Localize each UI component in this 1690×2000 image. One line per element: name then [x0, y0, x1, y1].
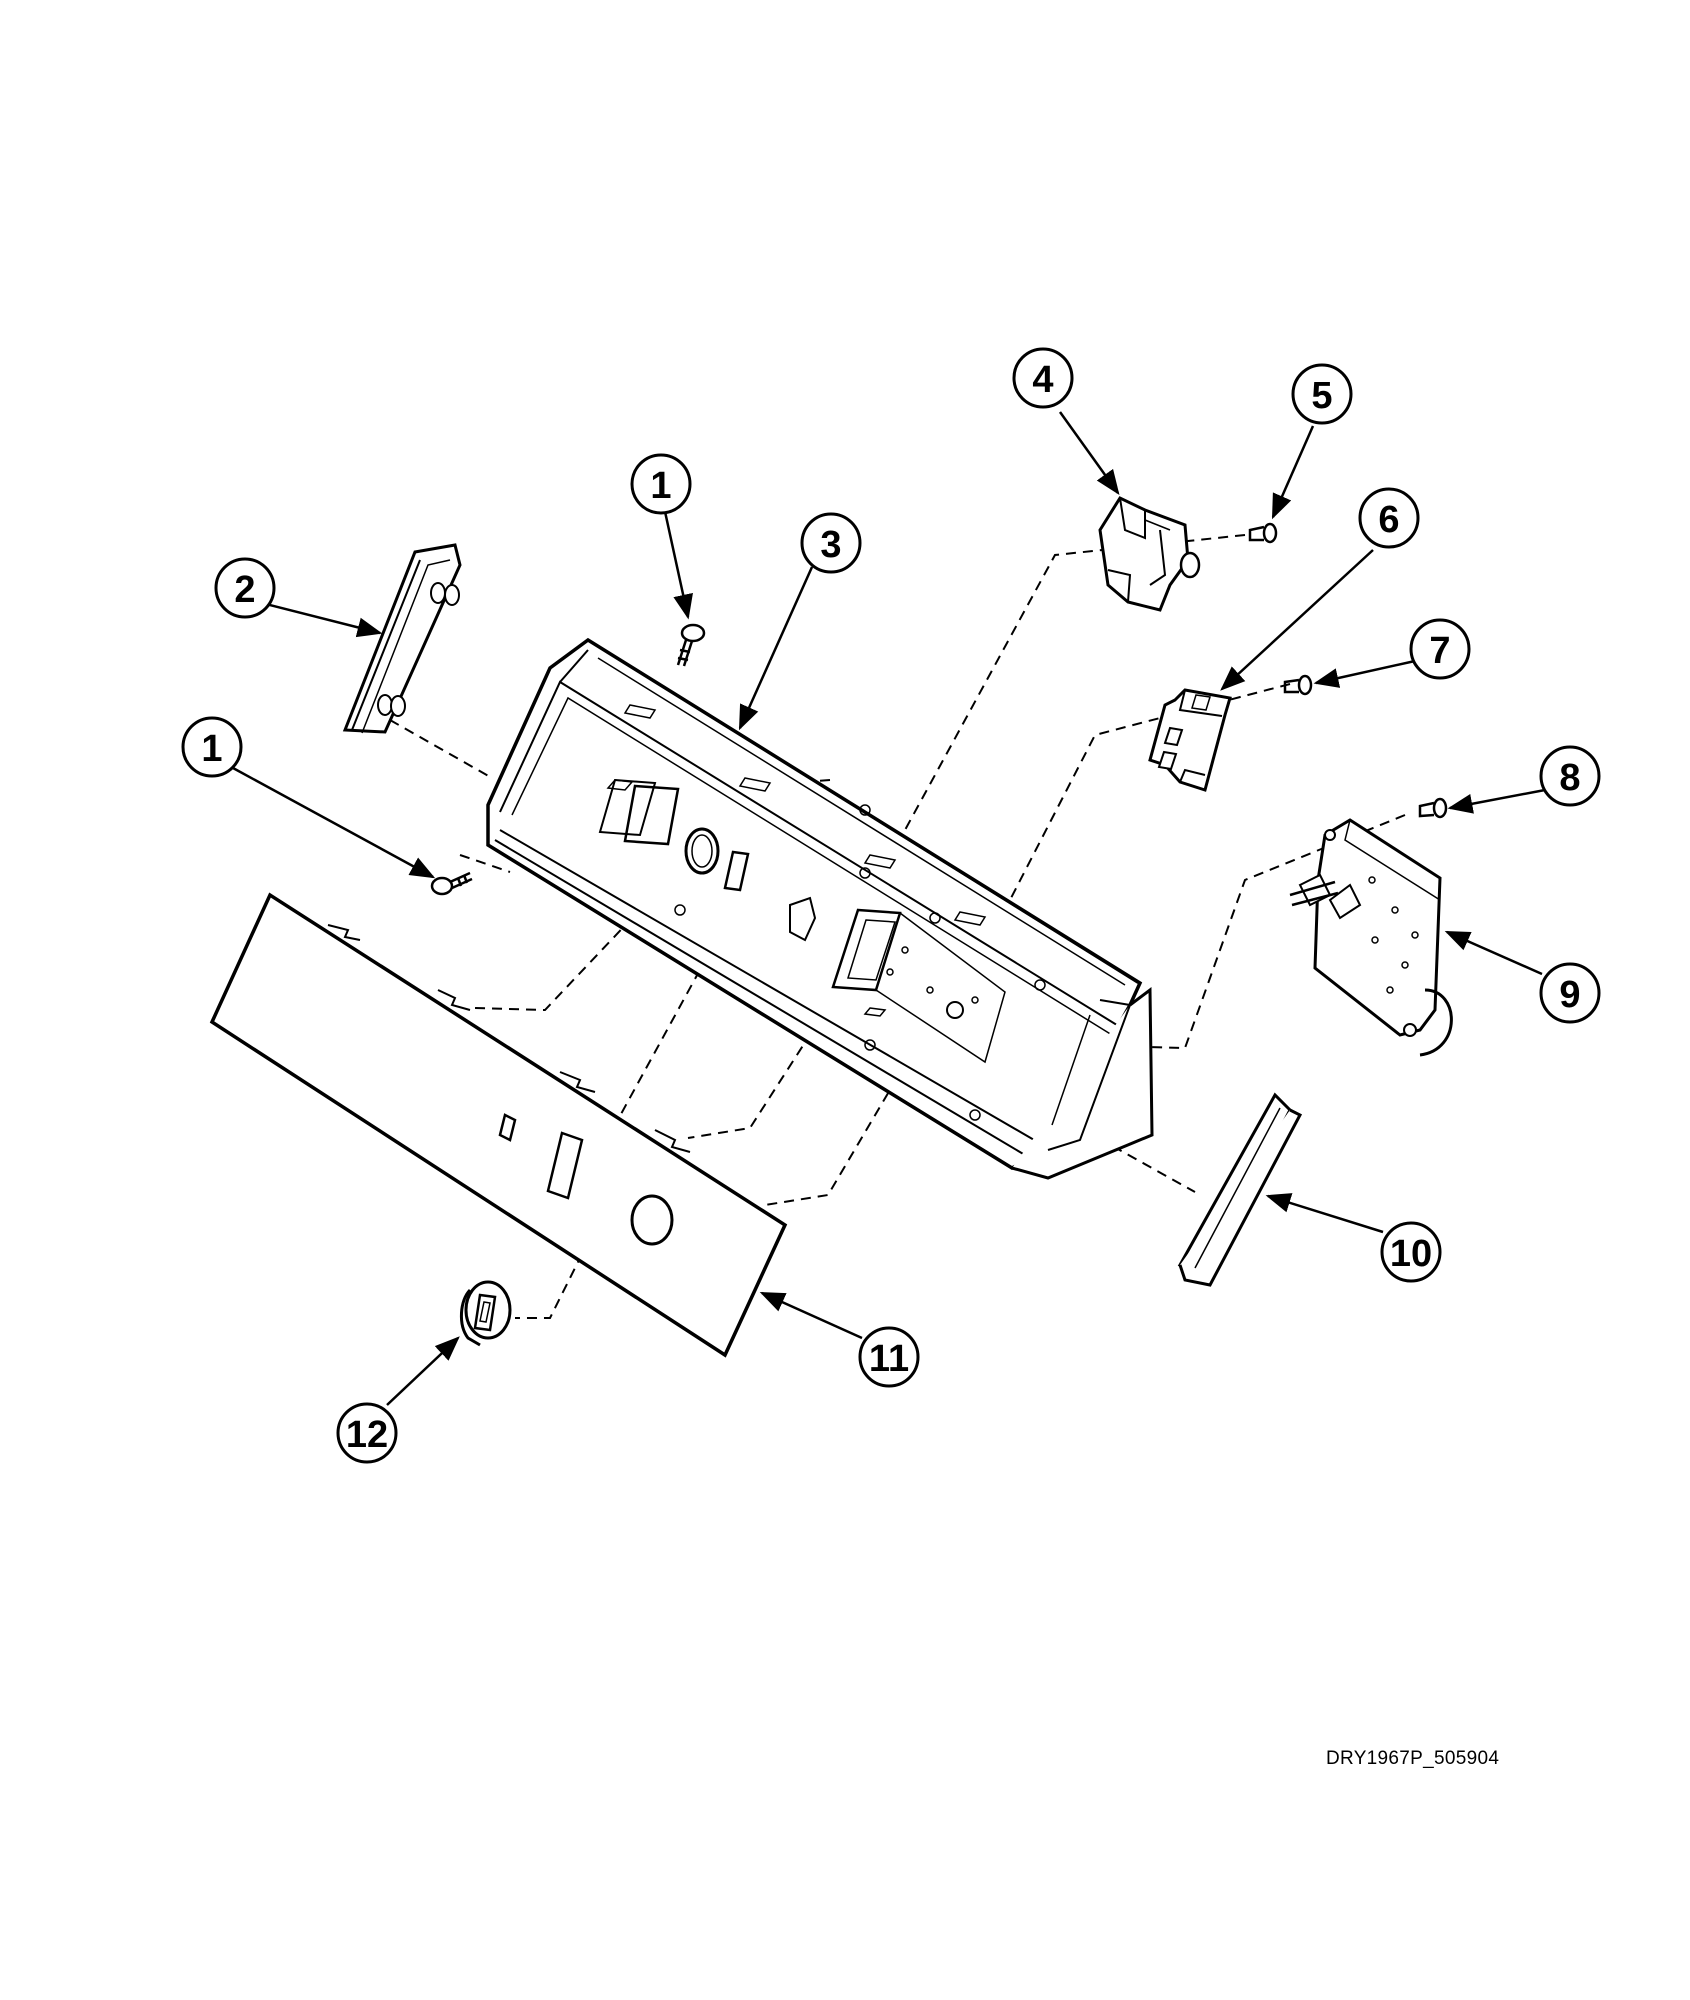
callout-label: 11 [869, 1338, 909, 1380]
callout-label: 3 [820, 524, 841, 566]
callout-label: 12 [346, 1414, 388, 1456]
part-overlay-panel [209, 892, 788, 1358]
part-screw-5 [1248, 522, 1278, 544]
callout-label: 2 [234, 569, 255, 611]
callout-5: 5 [1291, 363, 1353, 425]
callout-label: 1 [650, 465, 671, 507]
callout-label: 6 [1378, 499, 1399, 541]
callout-4: 4 [1012, 347, 1074, 409]
part-right-end-cap [1177, 1092, 1303, 1287]
callout-9: 9 [1539, 962, 1601, 1024]
callout-label: 10 [1390, 1233, 1432, 1275]
callout-2: 2 [214, 557, 276, 619]
callout-7: 7 [1409, 618, 1471, 680]
callout-1-upper: 1 [630, 453, 692, 515]
callout-label: 9 [1559, 974, 1580, 1016]
callout-label: 5 [1311, 375, 1332, 417]
part-control-panel-housing [486, 637, 1154, 1180]
part-screw-upper [676, 623, 706, 667]
callout-label: 1 [201, 728, 222, 770]
callout-12: 12 [336, 1402, 398, 1464]
callout-1-lower: 1 [181, 716, 243, 778]
callout-10: 10 [1380, 1221, 1442, 1283]
leader-lines [232, 411, 1546, 1406]
part-screw-lower [430, 871, 473, 896]
callout-8: 8 [1539, 745, 1601, 807]
drawing-code: DRY1967P_505904 [1326, 1748, 1500, 1769]
callout-label: 7 [1429, 630, 1450, 672]
callout-11: 11 [858, 1326, 920, 1388]
callout-label: 4 [1032, 359, 1053, 401]
part-switch [1098, 496, 1201, 612]
callout-label: 8 [1559, 757, 1580, 799]
part-screw-7 [1283, 674, 1313, 696]
part-switch-connector [1148, 688, 1232, 792]
callout-6: 6 [1358, 487, 1420, 549]
part-screw-8 [1418, 797, 1448, 819]
callout-3: 3 [800, 512, 862, 574]
part-timer [1289, 818, 1453, 1057]
part-left-end-cap [342, 543, 462, 734]
part-knob [460, 1280, 512, 1347]
